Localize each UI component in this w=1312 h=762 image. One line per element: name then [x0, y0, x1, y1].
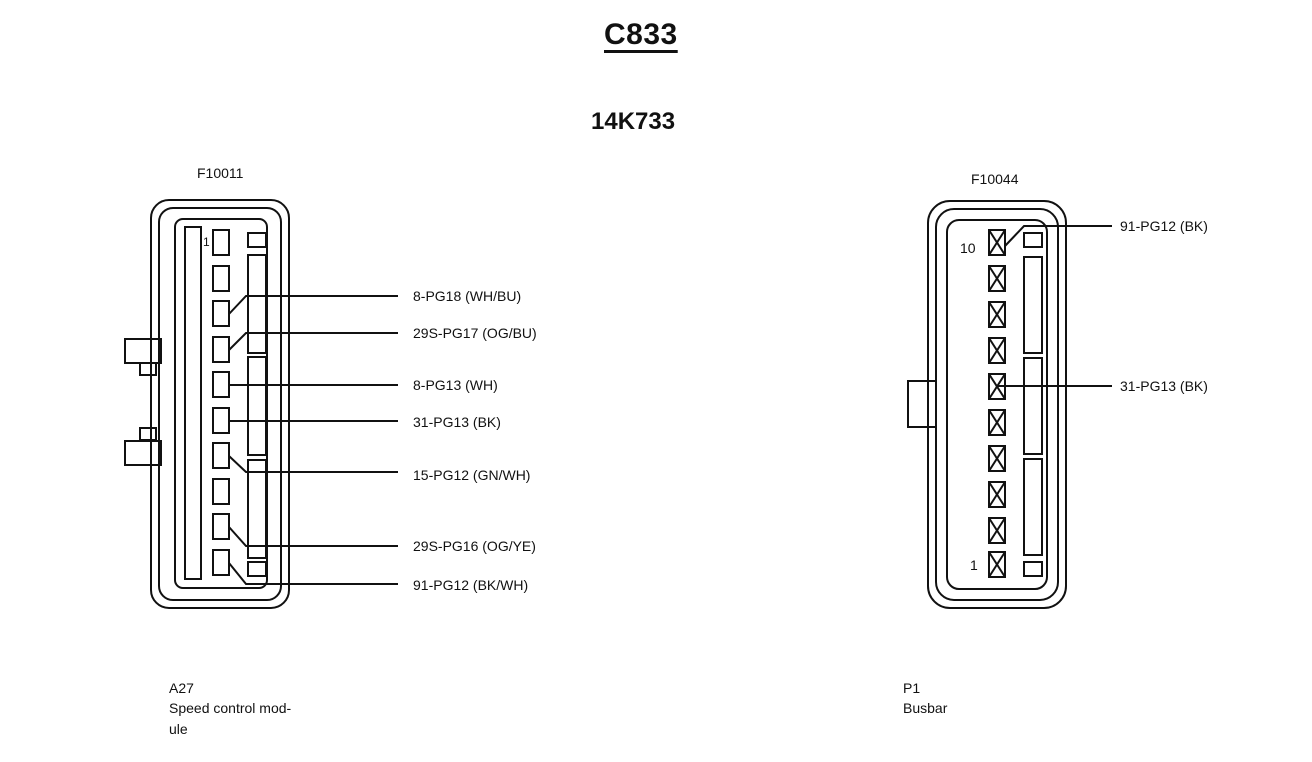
left-wire-label: 29S-PG17 (OG/BU) [413, 325, 537, 341]
right-pin-1-label: 1 [970, 557, 978, 573]
left-component-desc-line2: ule [169, 720, 188, 737]
left-wire-label: 29S-PG16 (OG/YE) [413, 538, 536, 554]
right-component: P1 Busbar [903, 678, 947, 719]
left-pin-1-label: 1 [203, 235, 210, 249]
left-connector-code: F10011 [197, 165, 244, 181]
left-wire-label: 8-PG18 (WH/BU) [413, 288, 522, 304]
right-connector-code: F10044 [971, 171, 1019, 187]
left-wire-label: 31-PG13 (BK) [413, 414, 501, 430]
right-pin-10-label: 10 [960, 240, 976, 256]
left-connector-housing [124, 199, 290, 609]
right-component-desc: Busbar [903, 700, 948, 717]
left-wire-label: 8-PG13 (WH) [413, 377, 498, 393]
left-wire-leaders [228, 295, 398, 585]
left-component-id: A27 [169, 680, 194, 696]
right-connector-housing [907, 200, 1067, 609]
right-wire-leaders [997, 225, 1112, 387]
left-wire-label: 91-PG12 (BK/WH) [413, 577, 529, 593]
right-wire-label: 31-PG13 (BK) [1120, 378, 1208, 394]
left-component-desc-line1: Speed control mod- [169, 700, 292, 717]
right-pin-cavities [988, 229, 1006, 578]
left-component: A27 Speed control mod- ule [169, 678, 291, 739]
right-wire-label: 91-PG12 (BK) [1120, 218, 1208, 234]
connector-title: C833 [604, 18, 678, 51]
left-wire-label: 15-PG12 (GN/WH) [413, 467, 531, 483]
right-component-id: P1 [903, 680, 921, 696]
left-pin-cavities [212, 229, 230, 576]
part-number: 14K733 [591, 108, 676, 135]
